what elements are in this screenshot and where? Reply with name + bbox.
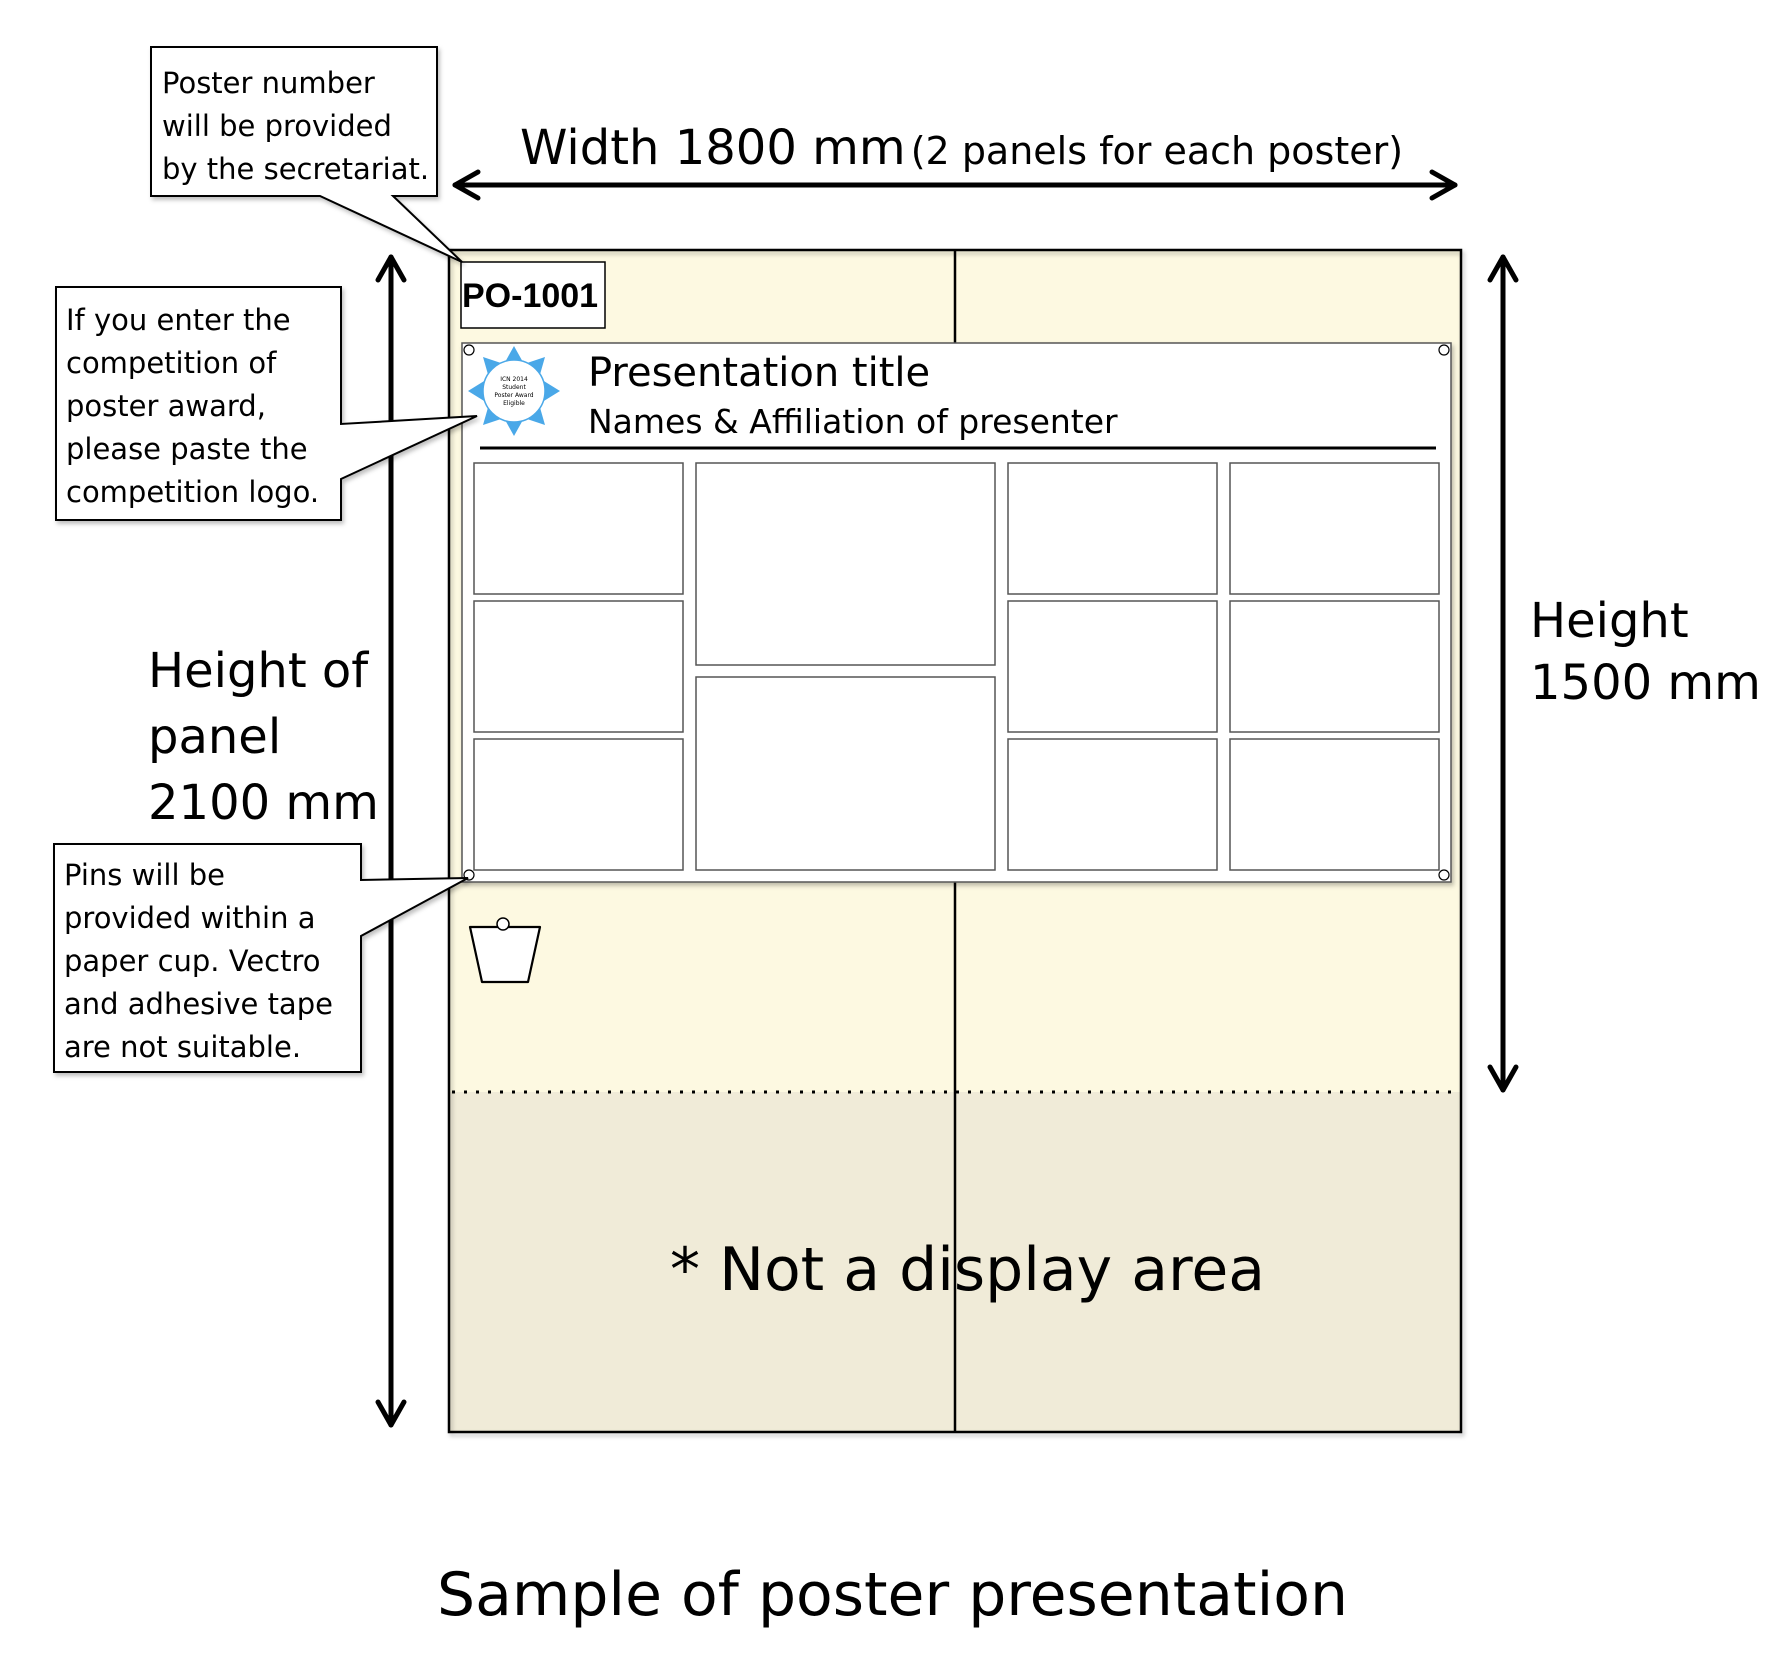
callout-line: If you enter the — [66, 303, 291, 337]
diagram-caption: Sample of poster presentation — [437, 1560, 1348, 1630]
logo-line: Poster Award — [494, 392, 534, 399]
label-line: 1500 mm — [1530, 655, 1761, 711]
content-box — [695, 676, 996, 871]
content-box — [695, 462, 996, 666]
content-box — [1007, 738, 1218, 871]
pin-top-left — [463, 344, 475, 356]
logo-line: Student — [502, 384, 526, 391]
competition-logo-callout-text: If you enter the competition of poster a… — [66, 299, 319, 514]
poster-number-box — [460, 261, 606, 329]
pin-bottom-right — [1438, 869, 1450, 881]
logo-line: Eligible — [503, 400, 525, 407]
callout-line: please paste the — [66, 432, 308, 466]
content-box — [473, 462, 684, 595]
width-main-text: Width 1800 mm — [520, 120, 906, 176]
callout-line: Pins will be — [64, 858, 225, 892]
callout-competition-logo — [55, 286, 478, 521]
label-line: Height — [1530, 593, 1689, 649]
label-line: Height of — [148, 643, 369, 699]
label-line: panel — [148, 709, 282, 765]
pin-top-right — [1438, 344, 1450, 356]
callout-line: by the secretariat. — [162, 152, 430, 186]
callout-line: will be provided — [162, 109, 392, 143]
label-line: 2100 mm — [148, 775, 379, 831]
competition-logo — [468, 346, 560, 436]
content-box — [1007, 462, 1218, 595]
display-height-arrow — [1487, 254, 1519, 1093]
content-box — [473, 738, 684, 871]
callout-line: are not suitable. — [64, 1030, 302, 1064]
width-label: Width 1800 mm (2 panels for each poster) — [520, 120, 1403, 176]
paper-cup-icon — [468, 917, 542, 984]
callout-poster-number — [150, 46, 463, 263]
width-arrow — [452, 169, 1458, 201]
callout-line: poster award, — [66, 389, 266, 423]
callout-line: provided within a — [64, 901, 316, 935]
poster-names-affiliation: Names & Affiliation of presenter — [588, 402, 1118, 441]
callout-pins — [53, 843, 469, 1073]
callout-line: and adhesive tape — [64, 987, 333, 1021]
pins-callout-text: Pins will be provided within a paper cup… — [64, 854, 333, 1069]
poster-number-callout-text: Poster number will be provided by the se… — [162, 62, 429, 191]
poster-title: Presentation title — [588, 350, 931, 396]
panel-height-label: Height of panel 2100 mm — [148, 638, 379, 836]
poster-number: PO-1001 — [462, 277, 599, 315]
callout-line: competition of — [66, 346, 277, 380]
content-box — [1007, 600, 1218, 733]
poster-sheet — [461, 342, 1452, 883]
logo-line: ICN 2014 — [500, 376, 528, 383]
not-display-area-label: * Not a display area — [670, 1235, 1266, 1305]
content-box — [1229, 738, 1440, 871]
content-box — [1229, 462, 1440, 595]
content-box — [1229, 600, 1440, 733]
callout-line: paper cup. Vectro — [64, 944, 321, 978]
width-sub-text: (2 panels for each poster) — [910, 129, 1404, 173]
callout-line: Poster number — [162, 66, 375, 100]
display-height-label: Height 1500 mm — [1530, 590, 1761, 714]
content-box — [473, 600, 684, 733]
competition-logo-text: ICN 2014 Student Poster Award Eligible — [480, 376, 548, 408]
callout-line: competition logo. — [66, 475, 320, 509]
